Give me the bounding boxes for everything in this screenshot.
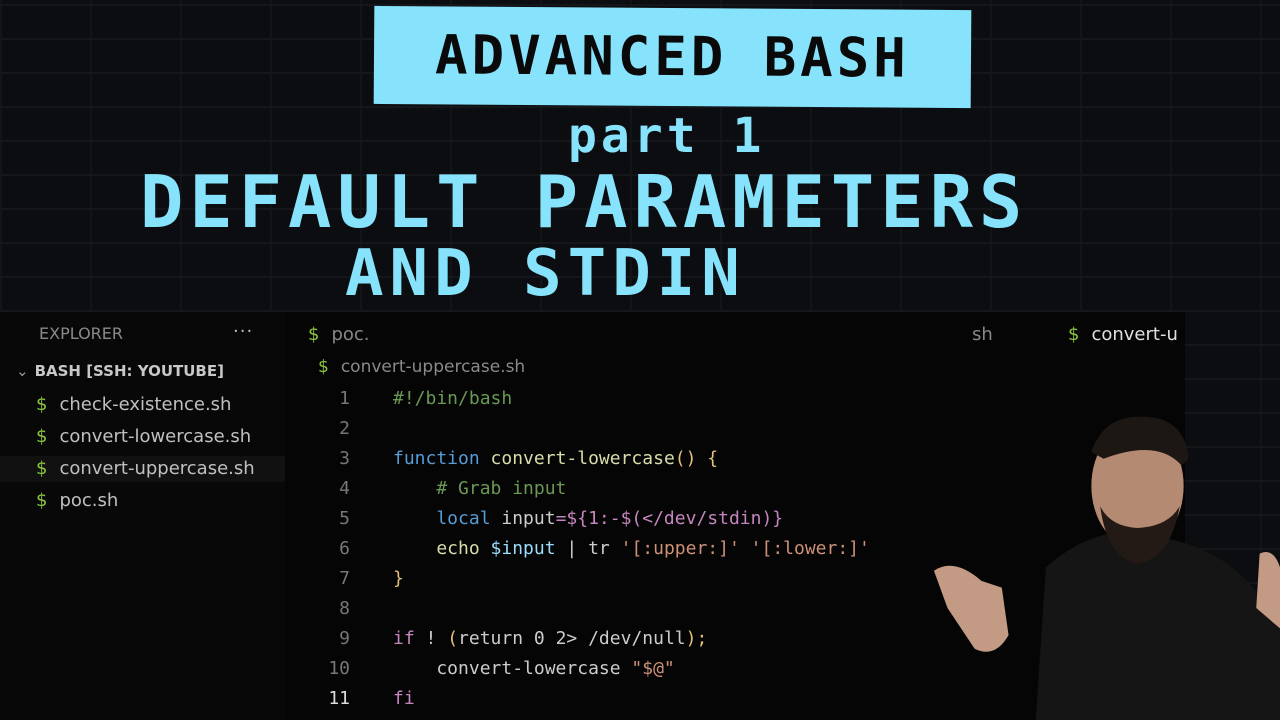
file-item[interactable]: $ check-existence.sh <box>36 392 231 418</box>
folder-label: BASH [SSH: YOUTUBE] <box>34 362 224 380</box>
file-name: convert-uppercase.sh <box>59 458 255 479</box>
shell-file-icon: $ <box>36 458 48 479</box>
breadcrumb-label: convert-uppercase.sh <box>340 357 526 377</box>
file-item[interactable]: $ convert-lowercase.sh <box>36 424 251 450</box>
line-number: 7 <box>339 568 350 589</box>
code-text: '[:upper:]' '[:lower:]' <box>620 538 870 559</box>
code-line: 8 <box>320 594 870 624</box>
shell-file-icon: $ <box>36 394 48 415</box>
tab-label: convert-u <box>1091 324 1178 345</box>
code-text: local <box>393 508 502 529</box>
code-text: return 0 2> /dev/null <box>458 628 686 649</box>
code-line: 5 local input=${1:-$(</dev/stdin)} <box>320 504 870 534</box>
line-number: 2 <box>339 418 350 439</box>
line-number: 5 <box>339 508 350 529</box>
headline-line-2: AND STDIN <box>345 237 746 311</box>
chevron-down-icon: ⌄ <box>16 362 29 380</box>
code-text: =${1:-$(</dev/stdin)} <box>555 508 784 529</box>
shell-file-icon: $ <box>36 426 48 447</box>
title-banner: ADVANCED BASH <box>373 5 972 109</box>
tab-poc[interactable]: $ poc. <box>308 324 370 346</box>
code-text: #!/bin/bash <box>393 388 513 409</box>
tab-label: poc. <box>331 324 370 345</box>
line-number: 9 <box>339 628 350 649</box>
code-text: fi <box>393 688 415 709</box>
code-area[interactable]: 1 #!/bin/bash 2 3 function convert-lowerca… <box>320 384 870 714</box>
code-text: | tr <box>555 538 621 559</box>
file-item-selected[interactable]: $ convert-uppercase.sh <box>0 456 285 482</box>
tab-label: sh <box>972 324 993 345</box>
code-text: () { <box>674 448 719 469</box>
part-label: part 1 <box>568 108 766 164</box>
file-item[interactable]: $ poc.sh <box>36 488 118 514</box>
explorer-sidebar: EXPLORER ··· ⌄ BASH [SSH: YOUTUBE] $ check… <box>0 312 285 720</box>
code-text: function <box>393 448 491 469</box>
more-actions-icon[interactable]: ··· <box>233 321 254 342</box>
line-number: 1 <box>339 388 350 409</box>
code-line: 11 fi <box>320 684 870 714</box>
line-number: 4 <box>339 478 350 499</box>
tab-file[interactable]: sh <box>972 324 993 346</box>
code-line: 6 echo $input | tr '[:upper:]' '[:lower:… <box>320 534 870 564</box>
file-name: poc.sh <box>59 490 119 511</box>
tab-convert-uppercase[interactable]: $ convert-u <box>1068 324 1178 346</box>
code-line: 2 <box>320 414 870 444</box>
code-text: convert-lowercase <box>393 658 632 679</box>
breadcrumb[interactable]: $ convert-uppercase.sh <box>318 356 525 378</box>
headline-line-1: DEFAULT PARAMETERS <box>140 160 1029 244</box>
line-number: 3 <box>339 448 350 469</box>
code-line: 4 # Grab input <box>320 474 870 504</box>
code-line: 9 if ! (return 0 2> /dev/null); <box>320 624 870 654</box>
code-line: 3 function convert-lowercase() { <box>320 444 870 474</box>
banner-text: ADVANCED BASH <box>434 23 911 90</box>
code-text: "$@" <box>631 658 675 679</box>
file-name: check-existence.sh <box>59 394 232 415</box>
code-text: input <box>501 508 556 529</box>
code-text: echo <box>393 538 491 559</box>
code-text: } <box>393 568 404 589</box>
line-number: 8 <box>339 598 350 619</box>
code-text: # Grab input <box>393 478 567 499</box>
code-editor-window: EXPLORER ··· ⌄ BASH [SSH: YOUTUBE] $ check… <box>0 312 1185 720</box>
shell-file-icon: $ <box>318 357 329 377</box>
code-text: $input <box>490 538 556 559</box>
shell-file-icon: $ <box>36 490 48 511</box>
shell-file-icon: $ <box>1068 324 1080 345</box>
shell-file-icon: $ <box>308 324 320 345</box>
file-name: convert-lowercase.sh <box>59 426 252 447</box>
line-number: 11 <box>328 688 350 709</box>
line-number: 10 <box>328 658 350 679</box>
code-text: convert-lowercase <box>490 448 675 469</box>
code-text: if <box>393 628 415 649</box>
code-text: ); <box>685 628 708 649</box>
code-line: 7} <box>320 564 870 594</box>
line-number: 6 <box>339 538 350 559</box>
code-line: 1 #!/bin/bash <box>320 384 870 414</box>
code-line: 10 convert-lowercase "$@" <box>320 654 870 684</box>
code-text: ! <box>414 628 448 649</box>
code-text: ( <box>447 628 459 649</box>
presenter-image <box>933 416 1280 720</box>
folder-bash[interactable]: ⌄ BASH [SSH: YOUTUBE] <box>16 360 224 382</box>
explorer-title: EXPLORER <box>39 324 123 343</box>
